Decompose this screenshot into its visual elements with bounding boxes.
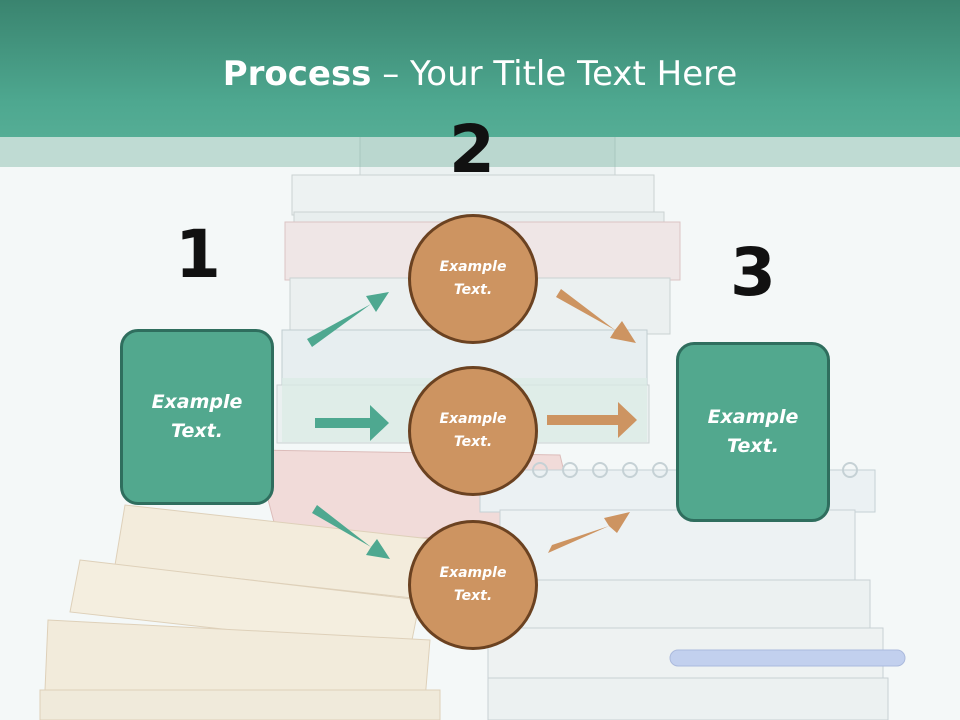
circle-top-text: Example Text. [439, 259, 507, 298]
circle-middle: Example Text. [408, 366, 538, 496]
step-3-box: Example Text. [676, 342, 830, 522]
step-number-1: 1 [175, 216, 221, 293]
arrow-orange-up [548, 512, 630, 553]
header-band [0, 137, 960, 167]
arrow-green-right [315, 405, 389, 441]
step-1-text: Example Text. [151, 391, 243, 442]
arrow-green-up [307, 292, 389, 347]
circle-bottom-text: Example Text. [439, 565, 507, 604]
arrow-orange-down [556, 289, 636, 343]
circle-bottom: Example Text. [408, 520, 538, 650]
step-1-box: Example Text. [120, 329, 274, 505]
step-number-2: 2 [449, 111, 495, 188]
step-number-3: 3 [730, 234, 776, 311]
title-bold: Process [222, 54, 372, 94]
title-rest: – Your Title Text Here [371, 54, 738, 94]
title-header-bar [0, 0, 960, 137]
step-3-text: Example Text. [707, 406, 799, 457]
arrow-green-down [312, 505, 390, 559]
slide-title: Process – Your Title Text Here [0, 52, 960, 96]
circle-top: Example Text. [408, 214, 538, 344]
arrow-orange-right [547, 402, 637, 438]
circle-middle-text: Example Text. [439, 411, 507, 450]
